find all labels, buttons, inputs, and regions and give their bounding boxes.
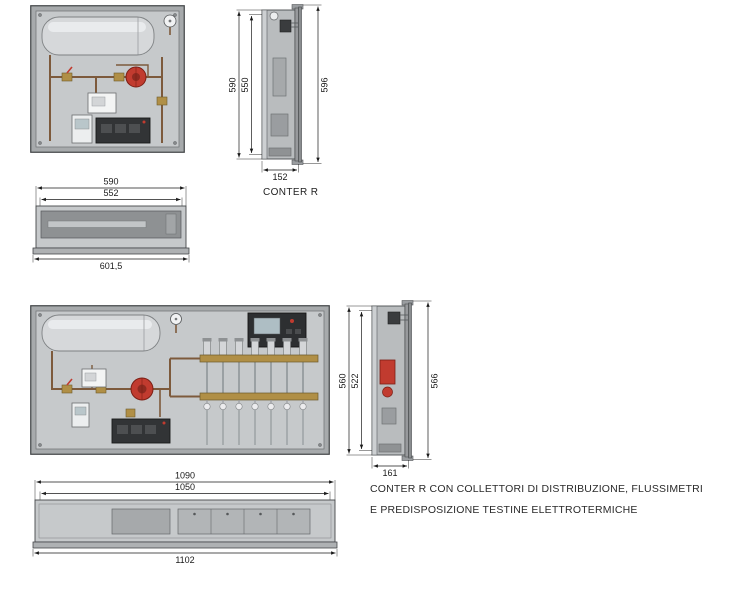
dim-label-unit2-side-522: 522 (350, 373, 360, 388)
circulation-pump (130, 377, 154, 401)
plan-body (32, 499, 338, 549)
dim-label-unit1-side-550: 550 (240, 77, 250, 92)
dim-label-unit1-side-152: 152 (272, 172, 287, 182)
unit1-side-view: 590 550 596 152 (228, 4, 330, 182)
dimension-596: 596 (303, 4, 330, 164)
dimension-601-plan: 601,5 (32, 255, 190, 270)
controller-box (81, 368, 107, 388)
control-unit (247, 312, 307, 348)
corner-screws (38, 313, 322, 447)
valves (61, 66, 168, 106)
unit2-caption: CONTER R CON COLLETTORI DI DISTRIBUZIONE… (370, 479, 715, 521)
unit1-plan-view: 590 552 601,5 (32, 177, 190, 270)
corner-screws (38, 13, 177, 145)
meter-box (71, 114, 93, 144)
expansion-tank (41, 16, 155, 56)
dim-label-unit1-side-590: 590 (228, 77, 238, 92)
dim-label-unit2-plan-1090: 1090 (175, 471, 195, 481)
dimension-522: 522 (350, 310, 372, 451)
controller-box (87, 92, 117, 114)
dimension-161: 161 (371, 457, 409, 478)
dim-label-unit2-plan-1050: 1050 (175, 482, 195, 492)
dim-label-unit2-side-566: 566 (430, 373, 440, 388)
dimension-566: 566 (413, 300, 440, 460)
dim-label-unit1-plan-552: 552 (103, 188, 118, 198)
unit2-side-view: 560 522 566 161 (338, 300, 440, 478)
pressure-gauge (170, 313, 182, 333)
circulation-pump (125, 66, 147, 88)
dimension-1090-plan: 1090 (34, 471, 336, 500)
pump-side (379, 359, 396, 385)
dimension-552-plan: 552 (39, 188, 183, 206)
dimension-152: 152 (261, 161, 299, 182)
electrical-box (95, 117, 151, 144)
unit2-plan-view: 1090 1050 1102 (32, 471, 338, 565)
led-indicator (290, 319, 294, 323)
supply-manifold (199, 354, 319, 363)
dimension-1102-plan: 1102 (32, 549, 338, 565)
valves (61, 378, 136, 418)
dim-label-unit1-plan-590: 590 (103, 177, 118, 187)
manifold-caps (203, 400, 307, 411)
dim-label-unit1-side-596: 596 (320, 77, 330, 92)
base-plate (32, 541, 338, 549)
return-manifold (199, 392, 319, 401)
pressure-gauge (163, 14, 177, 35)
meter-box (71, 402, 90, 428)
side-internals (268, 11, 298, 157)
caption-line-1: CONTER R CON COLLETTORI DI DISTRIBUZIONE… (370, 483, 704, 495)
dim-label-unit2-side-560: 560 (338, 373, 348, 388)
unit1-label: CONTER R (263, 187, 319, 198)
unit2-front-view (30, 305, 330, 455)
unit1-front-view (30, 5, 185, 153)
plan-body (32, 205, 190, 255)
manifold-loop-pipes (206, 362, 304, 393)
expansion-tank (41, 314, 161, 352)
dim-label-unit2-plan-1102: 1102 (175, 555, 194, 565)
dimension-590-plan: 590 (35, 177, 187, 206)
side-internals (378, 311, 408, 453)
circuit-pipes-down (206, 410, 304, 445)
dim-label-unit2-side-161: 161 (382, 468, 397, 478)
dimension-560: 560 (338, 305, 372, 456)
dimension-590: 590 (228, 9, 262, 160)
caption-line-2: E PREDISPOSIZIONE TESTINE ELETTROTERMICH… (370, 504, 638, 516)
dimension-1050-plan: 1050 (39, 482, 331, 500)
electrical-box (111, 418, 171, 444)
base-plate (32, 247, 190, 255)
dimension-550: 550 (240, 14, 262, 155)
dim-label-unit1-plan-601: 601,5 (100, 261, 123, 270)
